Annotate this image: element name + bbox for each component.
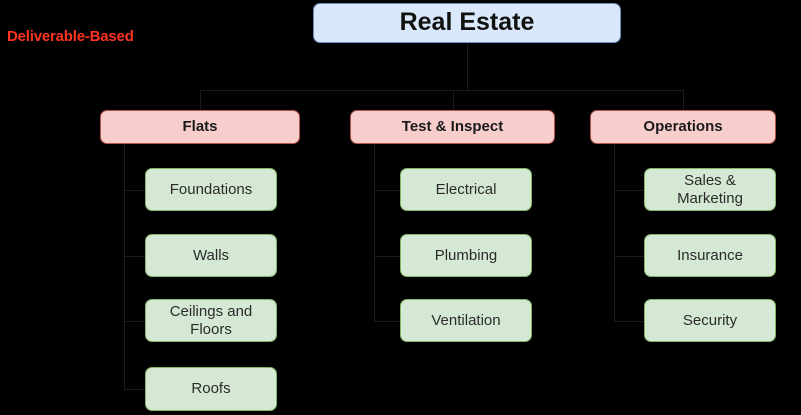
phase-node-0[interactable]: Flats <box>100 110 300 144</box>
task-node-1-2-label: Ventilation <box>431 311 501 329</box>
connector-header-stem-2 <box>683 90 684 110</box>
task-node-1-1[interactable]: Plumbing <box>400 234 532 277</box>
phase-node-1-label: Test & Inspect <box>401 118 504 136</box>
root-node-label: Real Estate <box>399 8 535 37</box>
connector-task-branch-1-2 <box>374 320 400 322</box>
connector-column-spine-1 <box>374 144 375 321</box>
connector-root-bus <box>200 90 683 91</box>
task-node-1-0[interactable]: Electrical <box>400 168 532 211</box>
task-node-1-1-label: Plumbing <box>434 246 498 264</box>
task-node-2-0-label: Sales & Marketing <box>677 171 743 207</box>
task-node-2-0[interactable]: Sales & Marketing <box>644 168 776 211</box>
task-node-0-1-label: Walls <box>192 246 230 264</box>
root-node[interactable]: Real Estate <box>313 3 621 43</box>
task-node-2-2-label: Security <box>682 311 738 329</box>
connector-header-stem-0 <box>200 90 201 110</box>
connector-column-spine-2 <box>614 144 615 321</box>
phase-node-2-label: Operations <box>643 118 723 136</box>
phase-node-1[interactable]: Test & Inspect <box>350 110 555 144</box>
connector-column-spine-0 <box>124 144 125 389</box>
connector-root-stem <box>467 43 468 90</box>
phase-node-2[interactable]: Operations <box>590 110 776 144</box>
connector-task-branch-2-0 <box>614 189 644 191</box>
connector-task-branch-2-1 <box>614 255 644 257</box>
task-node-0-2-label: Ceilings and Floors <box>169 302 253 338</box>
task-node-2-1-label: Insurance <box>677 246 743 264</box>
corner-annotation-label: Deliverable-Based <box>7 28 134 45</box>
connector-header-stem-1 <box>452 90 454 110</box>
task-node-2-2[interactable]: Security <box>644 299 776 342</box>
phase-node-0-label: Flats <box>182 118 218 136</box>
task-node-0-3-label: Roofs <box>191 380 231 398</box>
task-node-0-3[interactable]: Roofs <box>145 367 277 411</box>
task-node-0-0-label: Foundations <box>169 180 253 198</box>
task-node-1-0-label: Electrical <box>435 180 497 198</box>
task-node-0-2[interactable]: Ceilings and Floors <box>145 299 277 342</box>
connector-task-branch-1-0 <box>374 189 400 191</box>
task-node-0-1[interactable]: Walls <box>145 234 277 277</box>
connector-task-branch-0-2 <box>124 320 145 322</box>
connector-task-branch-0-1 <box>124 255 145 257</box>
task-node-1-2[interactable]: Ventilation <box>400 299 532 342</box>
connector-task-branch-0-0 <box>124 189 145 191</box>
task-node-0-0[interactable]: Foundations <box>145 168 277 211</box>
connector-task-branch-2-2 <box>614 320 644 322</box>
connector-task-branch-0-3 <box>124 389 145 390</box>
task-node-2-1[interactable]: Insurance <box>644 234 776 277</box>
connector-task-branch-1-1 <box>374 255 400 257</box>
